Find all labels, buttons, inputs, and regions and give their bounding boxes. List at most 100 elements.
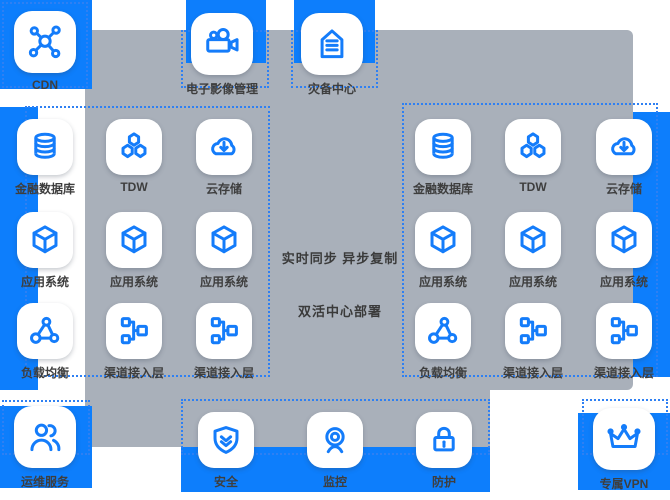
node-label: 应用系统 — [199, 275, 248, 289]
node-label: CDN — [32, 78, 58, 92]
node-label: 应用系统 — [599, 275, 648, 289]
channel-access-tree-icon — [611, 317, 638, 344]
sync-annotation: 实时同步 异步复制 — [281, 251, 399, 266]
node-label: TDW — [519, 180, 547, 194]
node-card — [505, 212, 561, 268]
shield-icon — [213, 426, 239, 454]
node-label: 应用系统 — [418, 275, 467, 289]
node-label: 云存储 — [205, 182, 242, 196]
node-card — [198, 412, 254, 468]
cube-icon — [211, 225, 237, 253]
node-card — [106, 119, 162, 175]
cube-icon — [121, 225, 147, 253]
node-label: 渠道接入层 — [193, 366, 254, 380]
node-card — [307, 412, 363, 468]
node-app-system: 应用系统 — [488, 212, 578, 290]
node-channel-access: 渠道接入层 — [488, 303, 578, 381]
cube-icon — [611, 225, 637, 253]
node-label: 渠道接入层 — [103, 366, 164, 380]
cdn-network-icon — [29, 25, 61, 58]
node-card — [191, 13, 253, 75]
node-card — [596, 303, 652, 359]
node-label: 监控 — [322, 475, 347, 489]
load-balancer-icon — [428, 317, 457, 344]
node-channel-access: 渠道接入层 — [179, 303, 269, 381]
hexagon-cluster-icon — [520, 132, 546, 158]
node-app-system: 应用系统 — [579, 212, 669, 290]
node-cloud-storage: 云存储 — [179, 119, 269, 197]
deployment-annotation: 双活中心部署 — [297, 304, 382, 319]
node-card — [505, 119, 561, 175]
node-app-system: 应用系统 — [89, 212, 179, 290]
node-card — [17, 212, 73, 268]
webcam-icon — [325, 427, 345, 453]
node-monitoring: 监控 — [290, 412, 380, 490]
cloud-download-icon — [611, 137, 636, 155]
lock-icon — [433, 427, 455, 451]
node-label: 防护 — [431, 475, 456, 489]
node-financial-database: 金融数据库 — [0, 119, 90, 197]
node-financial-database: 金融数据库 — [398, 119, 488, 197]
node-card — [106, 212, 162, 268]
cube-icon — [32, 225, 58, 253]
node-ops-service: 运维服务 — [0, 406, 90, 490]
node-card — [106, 303, 162, 359]
node-tdw: TDW — [488, 119, 578, 194]
dashed-region-right-group — [402, 103, 658, 377]
node-label: 应用系统 — [20, 275, 69, 289]
cube-icon — [430, 225, 456, 253]
node-load-balancer: 负载均衡 — [0, 303, 90, 381]
load-balancer-icon — [30, 317, 59, 344]
node-label: 运维服务 — [20, 475, 69, 489]
channel-access-tree-icon — [121, 317, 148, 344]
node-label: 灾备中心 — [307, 82, 356, 96]
node-card — [415, 119, 471, 175]
crown-icon — [607, 424, 641, 448]
node-dedicated-vpn: 专属VPN — [579, 408, 669, 492]
video-camera-icon — [206, 28, 239, 53]
hexagon-cluster-icon — [121, 132, 147, 158]
node-card — [415, 212, 471, 268]
node-label: 应用系统 — [508, 275, 557, 289]
node-cloud-storage: 云存储 — [579, 119, 669, 197]
node-label: 安全 — [213, 475, 238, 489]
cube-icon — [520, 225, 546, 253]
node-card — [17, 303, 73, 359]
node-label: 负载均衡 — [418, 366, 467, 380]
node-card — [415, 303, 471, 359]
node-card — [596, 212, 652, 268]
node-cdn: CDN — [0, 11, 90, 92]
node-card — [596, 119, 652, 175]
node-load-balancer: 负载均衡 — [398, 303, 488, 381]
cloud-download-icon — [211, 137, 236, 155]
node-tdw: TDW — [89, 119, 179, 194]
channel-access-tree-icon — [211, 317, 238, 344]
node-label: 渠道接入层 — [502, 366, 563, 380]
node-card — [196, 212, 252, 268]
node-label: 金融数据库 — [14, 182, 75, 196]
node-card — [505, 303, 561, 359]
node-card — [196, 303, 252, 359]
node-electronic-imaging: 电子影像管理 — [177, 13, 267, 97]
node-label: 电子影像管理 — [185, 82, 258, 96]
users-icon — [30, 423, 61, 451]
node-label: 负载均衡 — [20, 366, 69, 380]
database-icon — [432, 133, 454, 159]
database-icon — [34, 133, 56, 159]
node-protection: 防护 — [399, 412, 489, 490]
channel-access-tree-icon — [520, 317, 547, 344]
node-label: 专属VPN — [599, 477, 649, 491]
node-channel-access: 渠道接入层 — [579, 303, 669, 381]
node-card — [593, 408, 655, 470]
node-security: 安全 — [181, 412, 271, 490]
node-disaster-center: 灾备中心 — [287, 13, 377, 97]
node-label: 云存储 — [605, 182, 642, 196]
node-channel-access: 渠道接入层 — [89, 303, 179, 381]
node-card — [14, 11, 76, 73]
node-label: 渠道接入层 — [593, 366, 654, 380]
node-card — [17, 119, 73, 175]
node-label: 金融数据库 — [412, 182, 473, 196]
node-card — [301, 13, 363, 75]
node-label: TDW — [120, 180, 148, 194]
